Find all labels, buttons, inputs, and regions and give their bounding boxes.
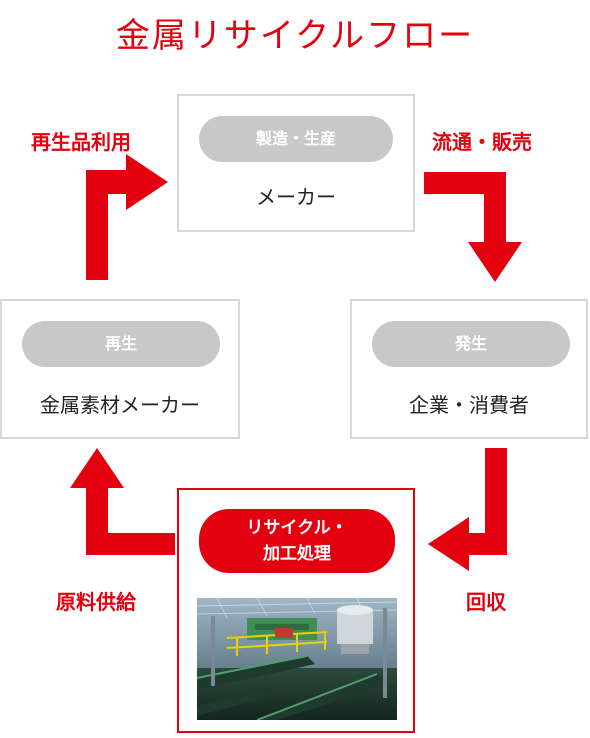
node-material-tag: 再生: [22, 321, 220, 367]
step-distribution: 流通・販売: [432, 130, 532, 154]
recycling-plant-photo: [197, 598, 397, 720]
node-consumer-label: 企業・消費者: [409, 393, 529, 417]
node-maker-tag: 製造・生産: [199, 116, 393, 162]
node-recycle-tag: リサイクル・ 加工処理: [199, 509, 395, 573]
node-consumer: 発生 企業・消費者: [350, 299, 588, 439]
step-reuse: 再生品利用: [31, 130, 131, 154]
node-material-maker: 再生 金属素材メーカー: [0, 299, 240, 439]
node-consumer-tag: 発生: [372, 321, 570, 367]
node-maker: 製造・生産 メーカー: [177, 94, 415, 232]
node-recycle: リサイクル・ 加工処理: [177, 488, 415, 733]
arrow-distribution: [424, 172, 522, 282]
node-recycle-tag-line2: 加工処理: [263, 544, 331, 564]
arrow-collection: [428, 448, 507, 571]
node-maker-label: メーカー: [256, 185, 336, 209]
arrow-supply: [70, 448, 175, 555]
arrow-reuse: [86, 154, 168, 280]
node-material-label: 金属素材メーカー: [40, 393, 200, 417]
step-supply: 原料供給: [56, 590, 136, 614]
step-collection: 回収: [466, 590, 506, 614]
node-recycle-tag-line1: リサイクル・: [246, 518, 348, 538]
diagram-title: 金属リサイクルフロー: [115, 16, 475, 56]
